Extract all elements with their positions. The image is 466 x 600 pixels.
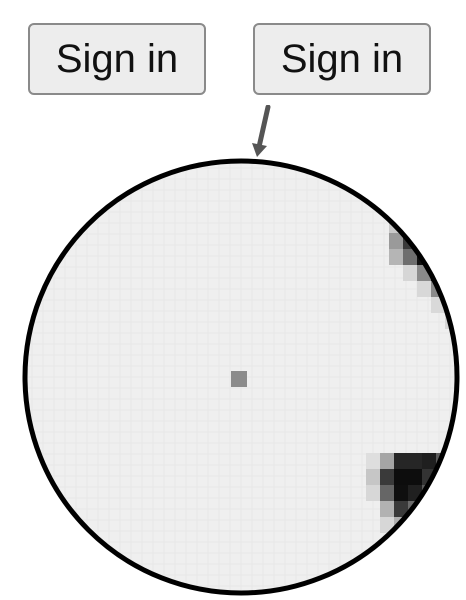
sign-in-button-left[interactable]: Sign in [28, 23, 206, 95]
sign-in-button-right[interactable]: Sign in [253, 23, 431, 95]
arrow-pointer-icon [252, 105, 271, 157]
zoom-lens-icon [22, 158, 460, 596]
